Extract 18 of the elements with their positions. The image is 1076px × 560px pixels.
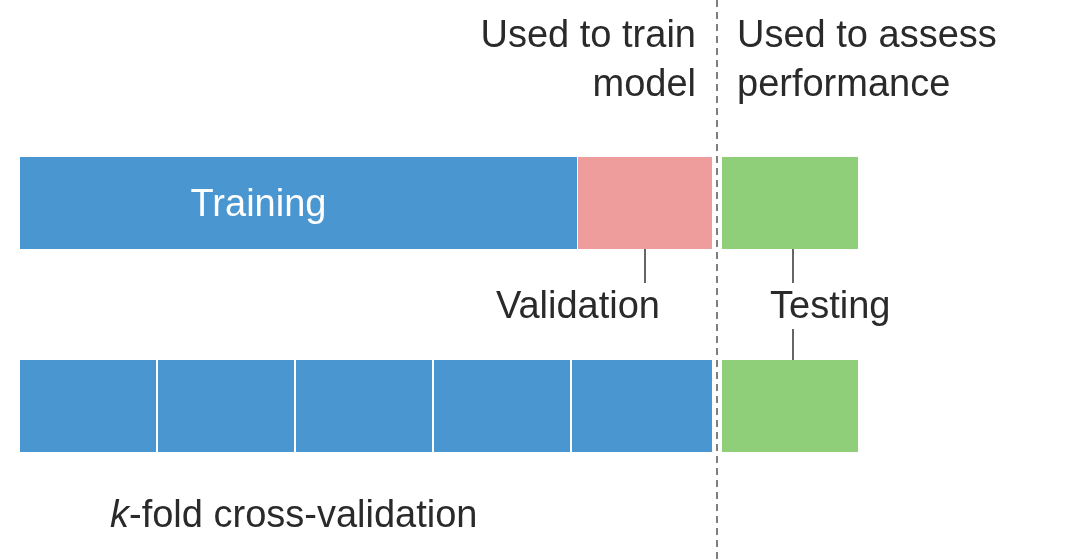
column-heading: Used to train model [479, 12, 696, 107]
leader-line [644, 248, 646, 284]
leader-line [792, 248, 794, 284]
block-label: Training [190, 181, 327, 225]
fold-block [158, 360, 294, 452]
fold-block [20, 360, 156, 452]
fold-block [296, 360, 432, 452]
leader-line [792, 328, 794, 361]
fold-block [572, 360, 712, 452]
testing-block [722, 157, 858, 249]
fold-block [434, 360, 570, 452]
column-heading: Used to assess performance [737, 12, 998, 107]
testing-block [722, 360, 858, 452]
validation-block [578, 157, 712, 249]
split-label: Validation [420, 283, 660, 329]
split-label: Testing [770, 283, 950, 329]
method-label: k-fold cross-validation [110, 492, 479, 537]
training-block [20, 157, 577, 249]
